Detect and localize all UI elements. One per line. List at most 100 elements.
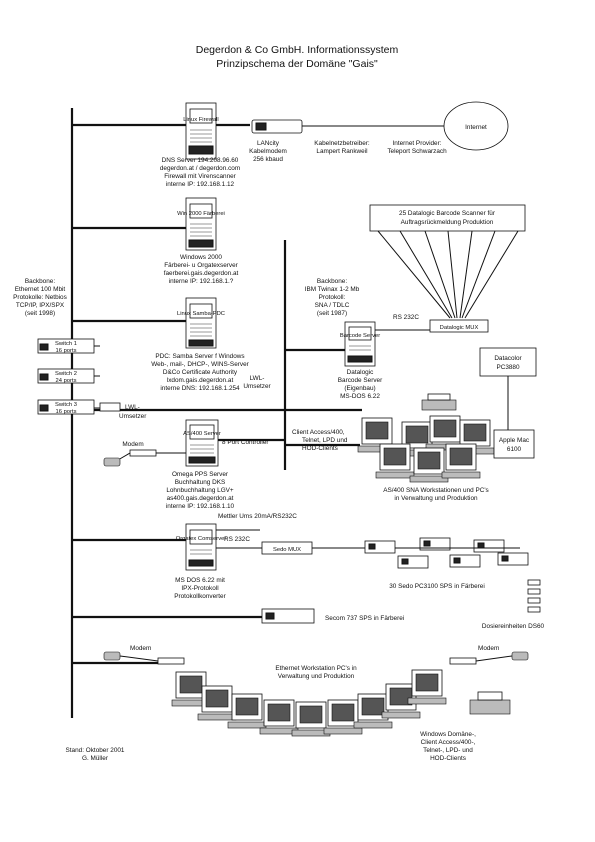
internet-provider-1: Internet Provider: (392, 140, 441, 147)
controller-label: 8 Port Controller (222, 439, 269, 446)
client-access-2: Telnet, LPD und (302, 437, 348, 444)
backbone-left-1: Backbone: (25, 278, 55, 285)
client-access-1: Client Access/400, (292, 429, 345, 436)
samba-desc-4: lxdom.gais.degerdon.at (167, 377, 234, 384)
as400-desc-3: Lohnbuchhaltung LGV+ (166, 487, 234, 494)
backbone-mid-1: Backbone: (317, 278, 347, 285)
barcode-desc-1: Datalogic (347, 369, 374, 376)
samba-label: Linux Samba-PDC (177, 311, 225, 317)
windows-clients-3: Telnet-, LPD- und (423, 747, 473, 754)
apple-1: Apple Mac (499, 437, 530, 444)
internet-provider-2: Teleport Schwarzach (387, 148, 447, 155)
lwl-left-1: LWL- (125, 404, 140, 411)
sedo-sps-unit (497, 552, 529, 566)
ethernet-workstation (381, 683, 421, 719)
samba-server: Linux Samba-PDC (177, 297, 225, 349)
datacolor-box (479, 347, 537, 377)
barcode-server: Barcode Server (340, 321, 380, 367)
switch-1: Switch 1 16 ports (37, 338, 95, 354)
ethernet-ws-2: Verwaltung und Produktion (278, 673, 355, 680)
phone-right-icon (511, 651, 529, 661)
backbone-left-5: (seit 1998) (25, 310, 55, 317)
barcode-label: Barcode Server (340, 333, 380, 339)
dosier-units (527, 579, 541, 613)
firewall-server: Linux Firewall (183, 102, 219, 160)
footer-date: Stand: Oktober 2001 (66, 747, 125, 754)
lwl-left-box (99, 402, 121, 412)
printer-bottom-icon (469, 691, 511, 715)
barcode-desc-4: MS-DOS 6.22 (340, 393, 380, 400)
sna-workstation (375, 443, 415, 479)
ethernet-workstation (259, 699, 299, 735)
sedo-sps-label: 30 Sedo PC3100 SPS in Färberei (389, 583, 485, 590)
modem-right (449, 657, 477, 665)
win2000-desc-1: Windows 2000 (180, 254, 222, 261)
barcode-desc-2: Barcode Server (338, 377, 383, 384)
switch-3-ports: 16 ports (56, 409, 77, 415)
title-line-2: Prinzipschema der Domäne "Gais" (216, 58, 378, 70)
footer-author: G. Müller (82, 755, 109, 762)
switch-3: Switch 3 16 ports (37, 399, 95, 415)
as400-desc-1: Omega PPS Server (172, 471, 229, 478)
datacolor-2: PC3880 (496, 364, 520, 371)
dosier-label: Dosiereinheiten DS60 (482, 623, 545, 630)
client-access-3: HOD-Clients (302, 445, 338, 452)
lancity-desc-3: 256 kbaud (253, 156, 283, 163)
as400-server: AS/400 Server (183, 419, 221, 467)
win2000-label: Win 2000 Färberei (177, 211, 225, 217)
lancity-desc-1: LANcity (257, 140, 280, 147)
sedo-sps-unit (364, 540, 396, 554)
title-line-1: Degerdon & Co GmbH. Informationssystem (196, 44, 399, 56)
datacolor-1: Datacolor (494, 355, 522, 362)
modem-as400-label: Modem (122, 441, 143, 448)
internet-cloud (443, 101, 509, 151)
firewall-desc-2: degerdon.at / degerdon.com (160, 165, 240, 172)
scanner-box-line-2: Auftragsrückmeldung Produktion (401, 219, 494, 226)
apple-2: 6100 (507, 446, 522, 453)
samba-desc-3: D&Co Certificate Authority (163, 369, 238, 376)
switch-2: Switch 2 24 ports (37, 368, 95, 384)
windows-clients-1: Windows Domäne-, (420, 731, 476, 738)
orgatex-server: Orgatex Comserver (176, 523, 227, 571)
printer-icon (421, 393, 457, 411)
sna-workstation (455, 419, 495, 455)
rs232c-label-1: RS 232C (393, 314, 419, 321)
orgatex-desc-1: MS DOS 6.22 mit (175, 577, 225, 584)
win2000-server: Win 2000 Färberei (177, 197, 225, 251)
as400-desc-2: Buchhaltung DKS (175, 479, 225, 486)
firewall-desc-1: DNS Server 194.208.96.60 (162, 157, 239, 164)
phone-icon (103, 457, 121, 467)
sedo-sps-unit (419, 537, 451, 551)
cable-provider-1: Kabelnetzbetreiber: (314, 140, 370, 147)
datalogic-mux (429, 319, 489, 333)
switch-1-name: Switch 1 (55, 341, 77, 347)
as400-ws-1: AS/400 SNA Workstationen und PC's (383, 487, 489, 494)
sedo-sps-unit (473, 539, 505, 553)
datalogic-mux-label: Datalogic MUX (440, 325, 479, 331)
switch-1-ports: 16 ports (56, 348, 77, 354)
samba-desc-1: PDC: Samba Server f Windows (155, 353, 244, 360)
backbone-left-3: Protokolle: Netbios (13, 294, 67, 301)
modem-right-link (475, 655, 513, 662)
mettler-label: Mettler Ums 20mA/RS232C (218, 513, 297, 520)
windows-clients-4: HOD-Clients (430, 755, 466, 762)
win2000-desc-4: interne IP: 192.168.1.? (169, 278, 234, 285)
lancity-desc-2: Kabelmodem (249, 148, 287, 155)
backbone-left-4: TCP/IP, IPX/SPX (16, 302, 65, 309)
modem-left (157, 657, 185, 665)
ethernet-workstation (291, 701, 331, 737)
backbone-left-2: Ethernet 100 Mbit (15, 286, 66, 293)
sna-workstation (357, 417, 397, 453)
samba-desc-5: interne DNS: 192.168.1.254 (160, 385, 240, 392)
win2000-desc-2: Färberei- u Orgatexserver (164, 262, 238, 269)
orgatex-desc-2: IPX-Protokoll (181, 585, 218, 592)
scanner-box (369, 204, 526, 232)
orgatex-desc-3: Protokollkonverter (174, 593, 226, 600)
cable-provider-2: Lampert Rankweil (316, 148, 367, 155)
ethernet-ws-1: Ethernet Workstation PC's in (275, 665, 357, 672)
orgatex-label: Orgatex Comserver (176, 536, 227, 542)
windows-clients-2: Client Access/400-, (421, 739, 476, 746)
as400-ws-2: in Verwaltung und Produktion (394, 495, 478, 502)
apple-mac (493, 429, 535, 459)
secom-label: Secom 737 SPS in Färberei (325, 615, 404, 622)
